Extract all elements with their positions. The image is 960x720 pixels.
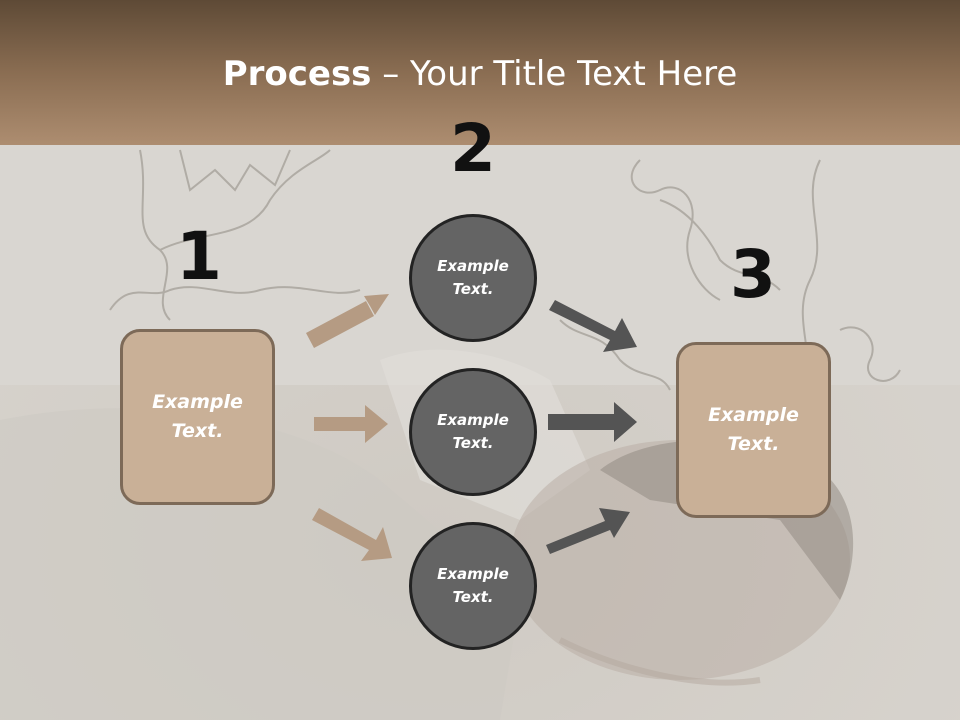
arrow-left-to-middle — [314, 405, 388, 443]
box-right-line1: Example — [708, 404, 799, 426]
arrow-left-to-top — [306, 294, 389, 348]
circle-top-line2: Text. — [452, 280, 494, 298]
arrow-bottom-to-right — [546, 508, 630, 554]
title-rest: – Your Title Text Here — [371, 54, 738, 94]
arrow-top-to-right — [549, 300, 637, 352]
circle-top-line1: Example — [437, 257, 509, 275]
step-number-3: 3 — [730, 236, 776, 313]
title-bar — [0, 0, 960, 145]
arrow-left-to-bottom — [312, 508, 392, 561]
slide-title: Process – Your Title Text Here — [0, 52, 960, 96]
circle-middle-line1: Example — [437, 411, 509, 429]
circle-bottom-line2: Text. — [452, 588, 494, 606]
box-left-line2: Text. — [171, 420, 224, 442]
title-bold: Process — [222, 54, 372, 94]
step-number-2: 2 — [450, 110, 496, 187]
circle-bottom-line1: Example — [437, 565, 509, 583]
box-right-line2: Text. — [727, 433, 780, 455]
box-left-line1: Example — [152, 391, 243, 413]
circle-middle-line2: Text. — [452, 434, 494, 452]
step-number-1: 1 — [176, 218, 222, 295]
arrow-middle-to-right — [548, 402, 637, 442]
